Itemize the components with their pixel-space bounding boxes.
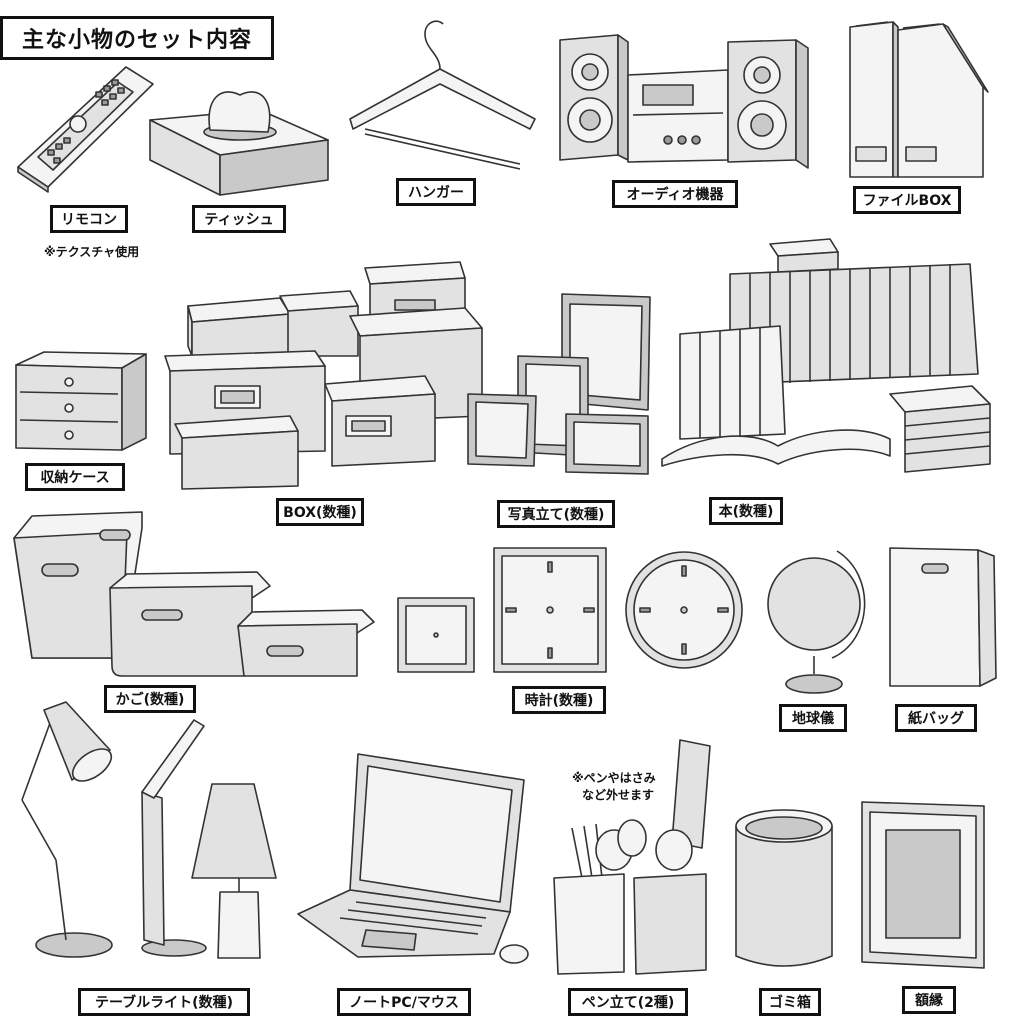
trash-can-illustration: [735, 809, 833, 967]
pen-note-line-1: ※ペンやはさみ: [572, 771, 656, 785]
clocks-illustration: [397, 547, 743, 673]
label-hanger: ハンガー: [396, 178, 476, 206]
audio-system-illustration: [559, 34, 809, 169]
label-globe: 地球儀: [779, 704, 847, 732]
photo-frames-illustration: [467, 293, 651, 475]
pen-note-line-2: など外せます: [582, 788, 655, 802]
label-box: BOX(数種): [276, 498, 364, 526]
pen-stand-illustration: [553, 739, 711, 975]
storage-case-illustration: [15, 351, 147, 451]
table-lamps-illustration: [21, 701, 277, 959]
paper-bag-illustration: [889, 547, 997, 687]
label-audio: オーディオ機器: [612, 180, 738, 208]
books-illustration: [661, 238, 991, 473]
label-lamp: テーブルライト(数種): [78, 988, 250, 1016]
remote-control-illustration: [17, 66, 154, 193]
label-laptop: ノートPC/マウス: [337, 988, 471, 1016]
label-frame: 額縁: [902, 986, 956, 1014]
pen-note: ※ペンやはさみ など外せます: [572, 770, 656, 804]
label-book: 本(数種): [709, 497, 783, 525]
hanger-illustration: [349, 20, 536, 170]
globe-illustration: [767, 550, 866, 694]
tissue-box-illustration: [149, 91, 329, 196]
file-box-illustration: [849, 21, 989, 178]
label-paperbag: 紙バッグ: [895, 704, 977, 732]
texture-note: ※テクスチャ使用: [44, 245, 140, 259]
page-title: 主な小物のセット内容: [0, 16, 274, 60]
label-clock: 時計(数種): [512, 686, 606, 714]
laptop-mouse-illustration: [297, 753, 529, 964]
label-penstand: ペン立て(2種): [568, 988, 688, 1016]
label-photo: 写真立て(数種): [497, 500, 615, 528]
label-trash: ゴミ箱: [759, 988, 821, 1016]
label-filebox: ファイルBOX: [853, 186, 961, 214]
label-remote: リモコン: [50, 205, 128, 233]
label-tissue: ティッシュ: [192, 205, 286, 233]
picture-frame-illustration: [861, 801, 985, 969]
baskets-illustration: [13, 511, 375, 677]
boxes-illustration: [164, 261, 483, 490]
label-storage: 収納ケース: [25, 463, 125, 491]
label-basket: かご(数種): [104, 685, 196, 713]
